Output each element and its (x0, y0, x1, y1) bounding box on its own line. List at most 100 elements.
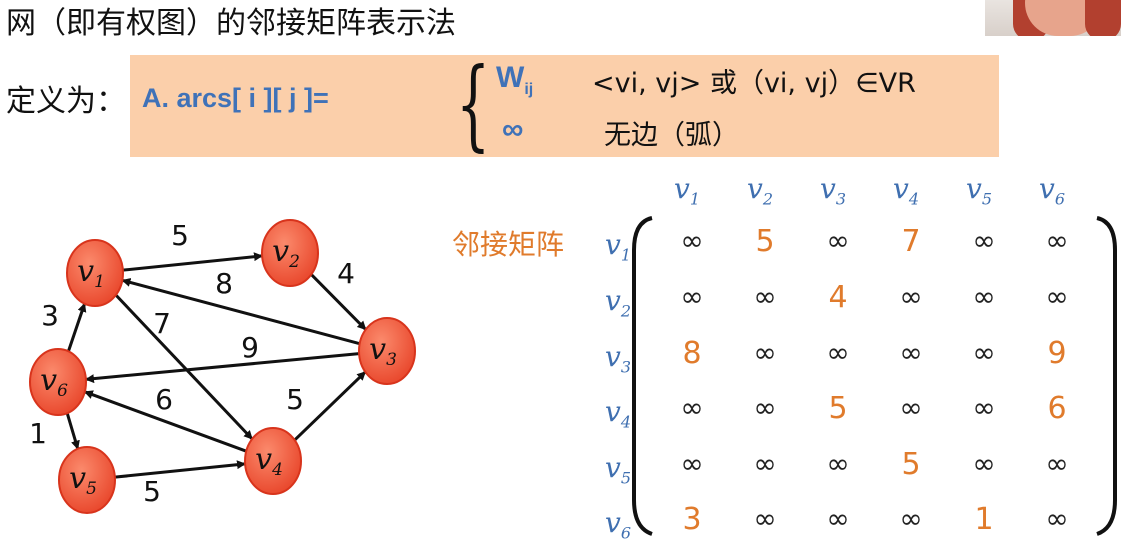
node-circle-v1 (66, 239, 124, 307)
node-label-letter-v2: v (272, 234, 289, 269)
matrix-cell-r4-c1: ∞ (680, 391, 704, 424)
edge-weight-v2-v3: 4 (337, 257, 355, 290)
edge-weight-v1-v2: 5 (171, 219, 189, 252)
node-circle-v5 (58, 446, 116, 514)
matrix-cell-r2-c5: ∞ (972, 280, 996, 313)
case-infinity-symbol: ∞ (502, 113, 524, 146)
matrix-cell-r6-c5: 1 (974, 502, 994, 537)
edge-v4-v3 (293, 370, 367, 442)
edge-v2-v3 (310, 273, 367, 331)
col-header-letter-3: v (820, 172, 836, 205)
matrix-cell-r5-c4: 5 (901, 447, 921, 482)
matrix-cell-r5-c5: ∞ (972, 447, 996, 480)
matrix-row-header-2: v2 (605, 284, 631, 321)
row-header-subscript-3: 3 (620, 357, 632, 377)
node-v5: v5 (58, 446, 116, 514)
case-weight-symbol: Wij (496, 61, 533, 99)
matrix-col-header-1: v1 (674, 172, 700, 209)
matrix-col-header-6: v6 (1039, 172, 1065, 209)
matrix-cell-r4-c6: 6 (1047, 391, 1067, 426)
matrix-title: 邻接矩阵 (452, 228, 565, 261)
row-header-letter-2: v (605, 284, 621, 317)
matrix-cell-r4-c5: ∞ (972, 391, 996, 424)
row-header-letter-4: v (605, 395, 621, 428)
row-header-subscript-5: 5 (620, 468, 632, 488)
matrix-col-header-3: v3 (820, 172, 846, 209)
node-v3: v3 (358, 317, 416, 385)
edge-v4-v6 (83, 390, 247, 453)
matrix-left-bracket (632, 216, 653, 536)
col-header-subscript-3: 3 (835, 189, 847, 209)
matrix-cell-r1-c6: ∞ (1045, 224, 1069, 257)
node-label-v3: v3 (369, 332, 397, 370)
node-v6: v6 (29, 348, 87, 416)
matrix-cell-r6-c4: ∞ (899, 502, 923, 535)
matrix-cell-r2-c1: ∞ (680, 280, 704, 313)
matrix-cell-r1-c4: 7 (901, 224, 921, 259)
matrix-cell-r2-c3: 4 (828, 280, 848, 315)
edge-weight-v3-v6: 9 (241, 331, 259, 364)
matrix-cell-r1-c2: 5 (755, 224, 775, 259)
edge-v5-v4 (114, 460, 246, 479)
edge-weight-v4-v6: 6 (155, 383, 173, 416)
node-circle-v6 (29, 348, 87, 416)
matrix-cell-r3-c2: ∞ (753, 336, 777, 369)
col-header-letter-5: v (966, 172, 982, 205)
matrix-cell-r1-c1: ∞ (680, 224, 704, 257)
node-label-v2: v2 (272, 234, 300, 272)
matrix-cell-r4-c4: ∞ (899, 391, 923, 424)
node-label-v1: v1 (77, 254, 105, 292)
node-circle-v4 (244, 427, 302, 495)
matrix-cell-r4-c3: 5 (828, 391, 848, 426)
case-weight-subscript: ij (524, 81, 534, 98)
edge-v3-v6 (85, 352, 360, 384)
matrix-cell-r1-c5: ∞ (972, 224, 996, 257)
node-label-letter-v4: v (255, 442, 272, 477)
matrix-cell-r6-c3: ∞ (826, 502, 850, 535)
node-v1: v1 (66, 239, 124, 307)
node-label-subscript-v6: 6 (57, 381, 68, 401)
edge-v1-v4 (114, 293, 254, 441)
matrix-col-header-2: v2 (747, 172, 773, 209)
edge-v6-v1 (66, 302, 87, 352)
matrix-row-header-3: v3 (605, 340, 631, 377)
row-header-subscript-4: 4 (620, 412, 632, 432)
col-header-subscript-5: 5 (981, 189, 993, 209)
row-header-letter-6: v (605, 506, 621, 539)
webcam-hair-right (1085, 0, 1121, 36)
node-label-letter-v5: v (69, 461, 86, 496)
node-label-letter-v6: v (40, 363, 57, 398)
matrix-cell-r6-c6: ∞ (1045, 502, 1069, 535)
matrix-col-header-4: v4 (893, 172, 919, 209)
node-label-subscript-v1: 1 (94, 272, 105, 292)
row-header-letter-3: v (605, 340, 621, 373)
matrix-cell-r5-c3: ∞ (826, 447, 850, 480)
row-header-subscript-2: 2 (620, 301, 632, 321)
col-header-letter-2: v (747, 172, 763, 205)
col-header-letter-4: v (893, 172, 909, 205)
matrix-right-bracket (1096, 216, 1117, 536)
matrix-row-header-5: v5 (605, 451, 631, 488)
matrix-cell-r3-c1: 8 (682, 336, 702, 371)
matrix-cell-r3-c6: 9 (1047, 336, 1067, 371)
edge-weight-v4-v3: 5 (286, 383, 304, 416)
node-label-v5: v5 (69, 461, 97, 499)
node-label-subscript-v5: 5 (86, 479, 97, 499)
col-header-subscript-2: 2 (762, 189, 774, 209)
case-weight-condition: <vi, vj> 或（vi, vj）∈VR (592, 68, 916, 99)
matrix-cell-r6-c2: ∞ (753, 502, 777, 535)
row-header-subscript-1: 1 (620, 245, 632, 265)
edge-v1-v2 (122, 252, 264, 272)
definition-expression: A. arcs[ i ][ j ]= (142, 83, 329, 113)
matrix-cell-r5-c6: ∞ (1045, 447, 1069, 480)
col-header-subscript-1: 1 (689, 189, 701, 209)
slide-title: 网（即有权图）的邻接矩阵表示法 (6, 6, 456, 41)
matrix-cell-r6-c1: 3 (682, 502, 702, 537)
node-label-v6: v6 (40, 363, 68, 401)
node-v2: v2 (261, 219, 319, 287)
node-label-subscript-v3: 3 (386, 350, 397, 370)
col-header-subscript-4: 4 (908, 189, 920, 209)
